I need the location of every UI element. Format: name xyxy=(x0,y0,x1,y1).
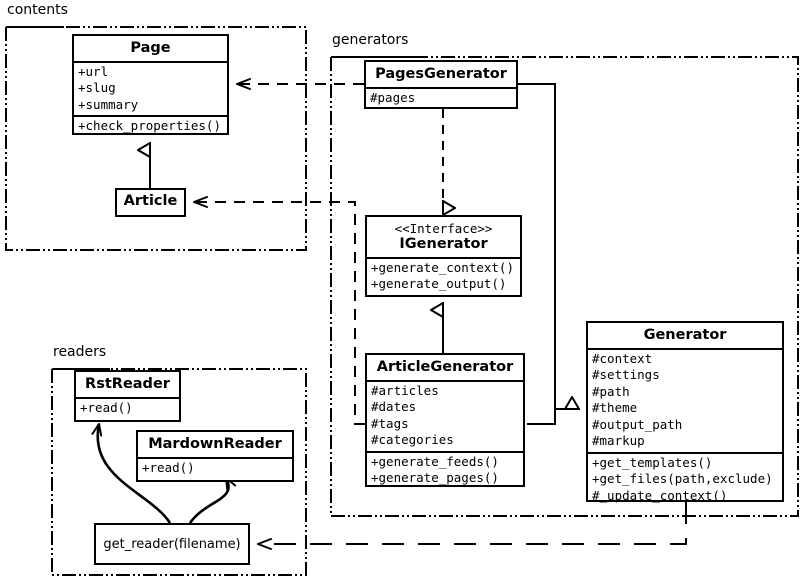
operation: +generate_feeds() xyxy=(371,453,499,469)
class-title-mardown-reader: MardownReader xyxy=(148,436,282,452)
class-stereotype-igenerator: <<Interface>> xyxy=(394,221,493,236)
class-box-igenerator[interactable]: <<Interface>> IGenerator +generate_conte… xyxy=(365,215,522,297)
operation: +read() xyxy=(142,459,195,475)
class-box-article-generator[interactable]: ArticleGenerator #articles #dates #tags … xyxy=(365,353,525,487)
operation: #_update_context() xyxy=(592,487,728,503)
class-attributes-pages-generator: #pages xyxy=(366,86,516,109)
operation: +check_properties() xyxy=(78,118,221,134)
class-operations-rst-reader: +read() xyxy=(76,396,179,419)
function-box-get-reader[interactable]: get_reader(filename) xyxy=(94,523,250,565)
class-title-page: Page xyxy=(130,40,171,56)
edge-get-reader-creates-mardownreader xyxy=(188,477,237,524)
class-attributes-page: +url +slug +summary xyxy=(74,60,227,116)
class-title-igenerator: <<Interface>> IGenerator xyxy=(367,217,520,257)
operation: +generate_pages() xyxy=(371,470,499,486)
class-box-rst-reader[interactable]: RstReader +read() xyxy=(74,370,181,422)
class-attributes-article-generator: #articles #dates #tags #categories xyxy=(367,379,523,451)
class-operations-generator: +get_templates() +get_files(path,exclude… xyxy=(588,451,782,507)
attribute: #categories xyxy=(371,432,454,448)
operation: +get_templates() xyxy=(592,454,713,470)
operation: +get_files(path,exclude) xyxy=(592,471,773,487)
attribute: #dates xyxy=(371,399,417,415)
attribute: +slug xyxy=(78,80,116,96)
operation: +generate_context() xyxy=(371,259,514,275)
attribute: #theme xyxy=(592,400,638,416)
class-name-igenerator: IGenerator xyxy=(399,236,488,252)
class-box-article[interactable]: Article xyxy=(115,188,186,217)
attribute: #output_path xyxy=(592,416,683,432)
class-operations-article-generator: +generate_feeds() +generate_pages() xyxy=(367,450,523,489)
class-operations-igenerator: +generate_context() +generate_output() xyxy=(367,256,520,295)
class-box-pages-generator[interactable]: PagesGenerator #pages xyxy=(364,60,518,109)
attribute: +summary xyxy=(78,96,139,112)
package-label-readers: readers xyxy=(53,344,107,360)
function-label-get-reader: get_reader(filename) xyxy=(103,536,241,552)
class-operations-mardown-reader: +read() xyxy=(138,456,292,479)
class-title-article-generator: ArticleGenerator xyxy=(376,359,514,375)
attribute: #context xyxy=(592,350,653,366)
class-attributes-generator: #context #settings #path #theme #output_… xyxy=(588,347,782,452)
attribute: +url xyxy=(78,63,109,79)
attribute: #tags xyxy=(371,415,409,431)
attribute: #articles xyxy=(371,382,439,398)
attribute: #path xyxy=(592,383,630,399)
class-title-generator: Generator xyxy=(643,327,727,343)
edge-generators-inherit-generator xyxy=(518,83,572,425)
attribute: #settings xyxy=(592,367,660,383)
attribute: #markup xyxy=(592,433,645,449)
edge-generator-depends-get-reader xyxy=(257,502,687,550)
package-label-contents: contents xyxy=(7,2,68,18)
class-title-rst-reader: RstReader xyxy=(85,376,170,392)
operation: +read() xyxy=(80,399,133,415)
class-box-page[interactable]: Page +url +slug +summary +check_properti… xyxy=(72,34,229,135)
package-label-generators: generators xyxy=(332,32,409,48)
class-operations-page: +check_properties() xyxy=(74,115,227,137)
class-title-article: Article xyxy=(123,193,178,209)
class-box-mardown-reader[interactable]: MardownReader +read() xyxy=(136,430,294,482)
class-title-pages-generator: PagesGenerator xyxy=(375,66,507,82)
edge-articlegenerator-depends-article xyxy=(193,196,365,425)
operation: +generate_output() xyxy=(371,276,507,292)
class-box-generator[interactable]: Generator #context #settings #path #them… xyxy=(586,321,784,503)
attribute: #pages xyxy=(370,89,416,105)
